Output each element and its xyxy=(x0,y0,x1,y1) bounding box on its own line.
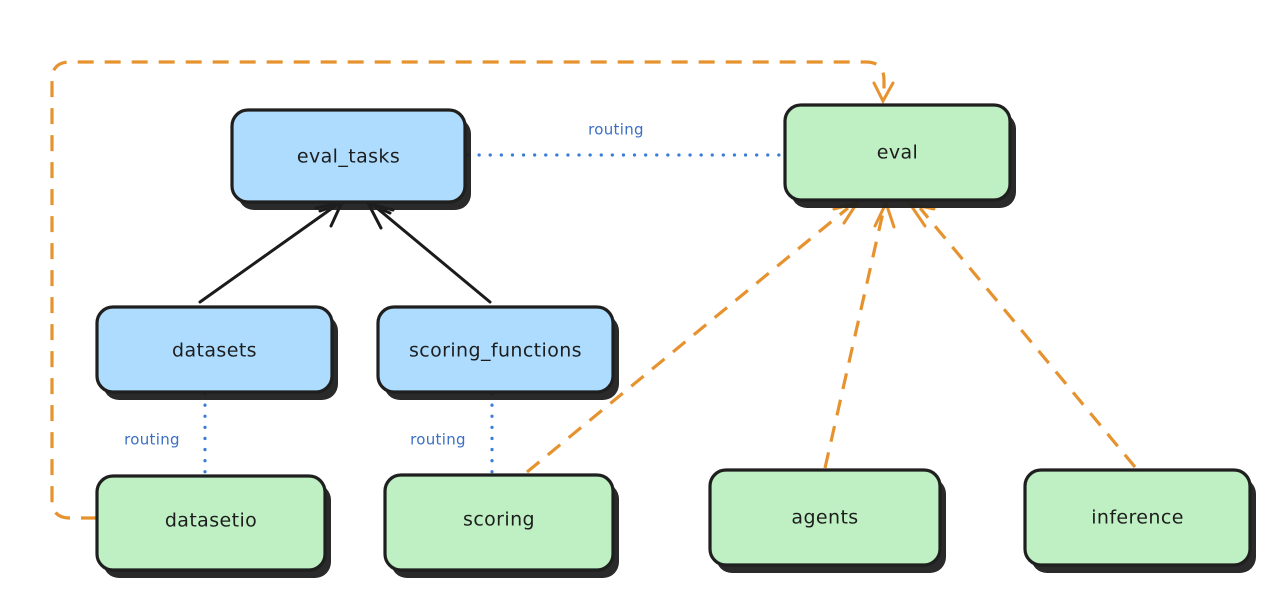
node-scoring-label: scoring xyxy=(463,509,535,531)
node-datasets-label: datasets xyxy=(172,340,257,362)
node-scoring-functions[interactable]: scoring_functions xyxy=(376,305,619,400)
edge-agents-eval-arrowhead xyxy=(873,199,896,229)
node-eval-tasks[interactable]: eval_tasks xyxy=(230,108,471,210)
edge-datasets-eval-tasks xyxy=(198,199,345,304)
edge-datasets-eval-tasks-path xyxy=(198,202,340,304)
node-scoring-functions-shadow xyxy=(384,315,619,400)
edge-datasets-eval-tasks-arrowhead xyxy=(314,199,345,228)
node-inference-shadow xyxy=(1031,478,1256,573)
node-eval-tasks-shadow xyxy=(238,118,471,210)
edge-label-group: routing routing routing xyxy=(124,121,644,449)
edge-inference-eval-arrowhead xyxy=(906,201,936,228)
node-agents-shadow xyxy=(716,478,946,573)
edge-datasets-eval-tasks-arrowhead-inner xyxy=(318,201,345,213)
edge-datasetio-eval-path xyxy=(50,60,886,520)
edge-label-routing-eval-tasks: routing xyxy=(588,121,644,139)
node-scoring-functions-box[interactable] xyxy=(376,305,615,394)
node-eval-label: eval xyxy=(877,142,918,164)
node-inference-box[interactable] xyxy=(1023,468,1252,567)
node-scoring-box[interactable] xyxy=(383,473,615,572)
edge-scoring-functions-eval-tasks xyxy=(365,200,492,304)
node-scoring-functions-label: scoring_functions xyxy=(409,340,582,362)
node-agents-label: agents xyxy=(791,507,858,529)
node-datasetio-label: datasetio xyxy=(165,510,257,532)
edge-inference-eval-path xyxy=(918,206,1137,469)
node-datasets[interactable]: datasets xyxy=(95,305,338,400)
edge-datasetio-eval-arrowhead xyxy=(872,81,895,105)
node-inference-label: inference xyxy=(1091,507,1184,529)
edge-scoring-eval-path xyxy=(525,206,850,474)
node-eval-tasks-label: eval_tasks xyxy=(297,146,400,168)
edge-scoring-functions-eval-tasks-arrowhead xyxy=(365,200,395,230)
edge-inference-eval xyxy=(906,201,1137,469)
node-agents-box[interactable] xyxy=(708,468,942,567)
edge-agents-eval-path xyxy=(823,207,886,469)
node-eval-tasks-box[interactable] xyxy=(230,108,467,204)
node-datasets-box[interactable] xyxy=(95,305,334,394)
node-eval-box[interactable] xyxy=(783,103,1012,202)
edge-scoring-eval xyxy=(525,200,861,474)
node-agents[interactable]: agents xyxy=(708,468,946,573)
node-scoring[interactable]: scoring xyxy=(383,473,619,578)
node-group: eval_tasks eval datasets scoring_functio… xyxy=(95,103,1256,578)
edge-label-routing-datasets: routing xyxy=(124,431,180,449)
edge-label-routing-scoring-functions: routing xyxy=(410,431,466,449)
edge-group xyxy=(50,60,1137,520)
node-datasetio-shadow xyxy=(103,484,331,578)
edge-scoring-functions-eval-tasks-arrowhead-inner xyxy=(367,202,392,215)
node-eval[interactable]: eval xyxy=(783,103,1016,208)
node-inference[interactable]: inference xyxy=(1023,468,1256,573)
node-datasetio-box[interactable] xyxy=(95,474,327,572)
edge-scoring-eval-arrowhead xyxy=(832,200,861,225)
node-eval-shadow xyxy=(791,113,1016,208)
edge-agents-eval xyxy=(823,199,896,469)
node-scoring-shadow xyxy=(391,483,619,578)
node-datasets-shadow xyxy=(103,315,338,400)
edge-scoring-functions-eval-tasks-path xyxy=(370,202,492,304)
node-datasetio[interactable]: datasetio xyxy=(95,474,331,578)
edge-datasetio-eval xyxy=(50,60,895,520)
